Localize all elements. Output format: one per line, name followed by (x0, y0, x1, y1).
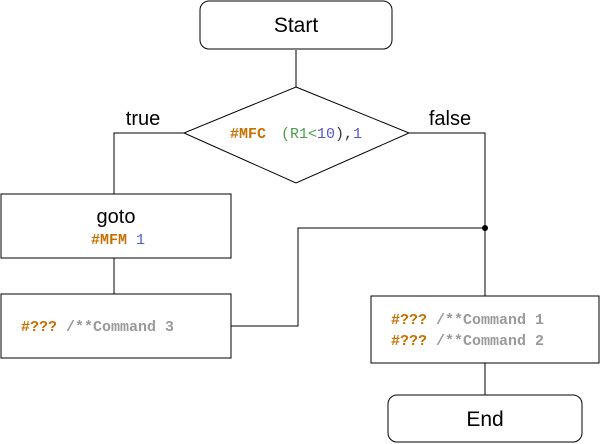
false-label: false (429, 108, 471, 130)
decision-node: #MFC (R1<10),1 (182, 86, 411, 184)
command12-node: #???/**Command 1 #???/**Command 2 (370, 295, 600, 364)
decision-expression: #MFC (R1<10),1 (230, 126, 362, 143)
goto-label: goto (97, 206, 136, 228)
command2-text: #???/**Command 2 (391, 333, 544, 350)
junction-dot (482, 225, 488, 231)
start-node: Start (199, 0, 393, 50)
connectors (113, 50, 488, 395)
true-branch-line (113, 132, 184, 194)
command3-merge-line (231, 227, 485, 327)
false-branch-line (409, 132, 486, 296)
command3-text: #???/**Command 3 (21, 319, 174, 336)
end-node: End (387, 394, 583, 443)
end-label: End (466, 408, 503, 431)
start-label: Start (274, 14, 319, 37)
true-label: true (126, 108, 160, 130)
command3-node: #???/**Command 3 (0, 293, 232, 359)
command1-text: #???/**Command 1 (391, 312, 544, 329)
